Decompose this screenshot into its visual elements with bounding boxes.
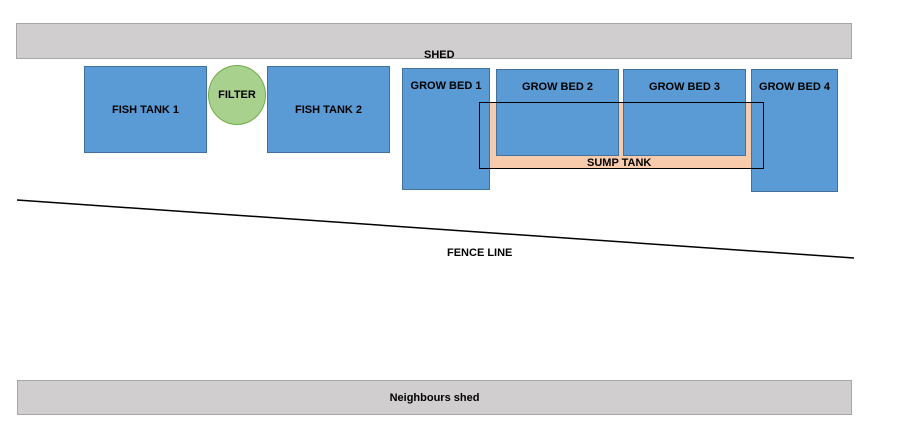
fish-tank-2: FISH TANK 2 [267,66,390,153]
fish-tank-1-label: FISH TANK 1 [111,103,180,116]
shed-label: SHED [424,49,455,61]
fish-tank-1: FISH TANK 1 [84,66,207,153]
grow-bed-1-label: GROW BED 1 [410,80,482,92]
shed-bar [16,23,852,59]
grow-bed-4: GROW BED 4 [751,69,838,192]
sump-tank-label: SUMP TANK [587,157,652,169]
neighbours-shed: Neighbours shed [17,380,852,415]
grow-bed-2: GROW BED 2 [496,69,619,156]
grow-bed-3-label: GROW BED 3 [649,81,720,93]
grow-bed-2-label: GROW BED 2 [522,81,593,93]
grow-bed-4-label: GROW BED 4 [759,81,830,93]
sump-tank-outline [479,102,764,169]
grow-bed-1: GROW BED 1 [402,68,490,190]
neighbours-shed-label: Neighbours shed [389,391,480,404]
grow-bed-3: GROW BED 3 [623,69,746,156]
fish-tank-2-label: FISH TANK 2 [294,103,363,116]
filter: FILTER [208,65,266,125]
filter-label: FILTER [218,89,256,101]
fence-line-label: FENCE LINE [447,247,513,259]
